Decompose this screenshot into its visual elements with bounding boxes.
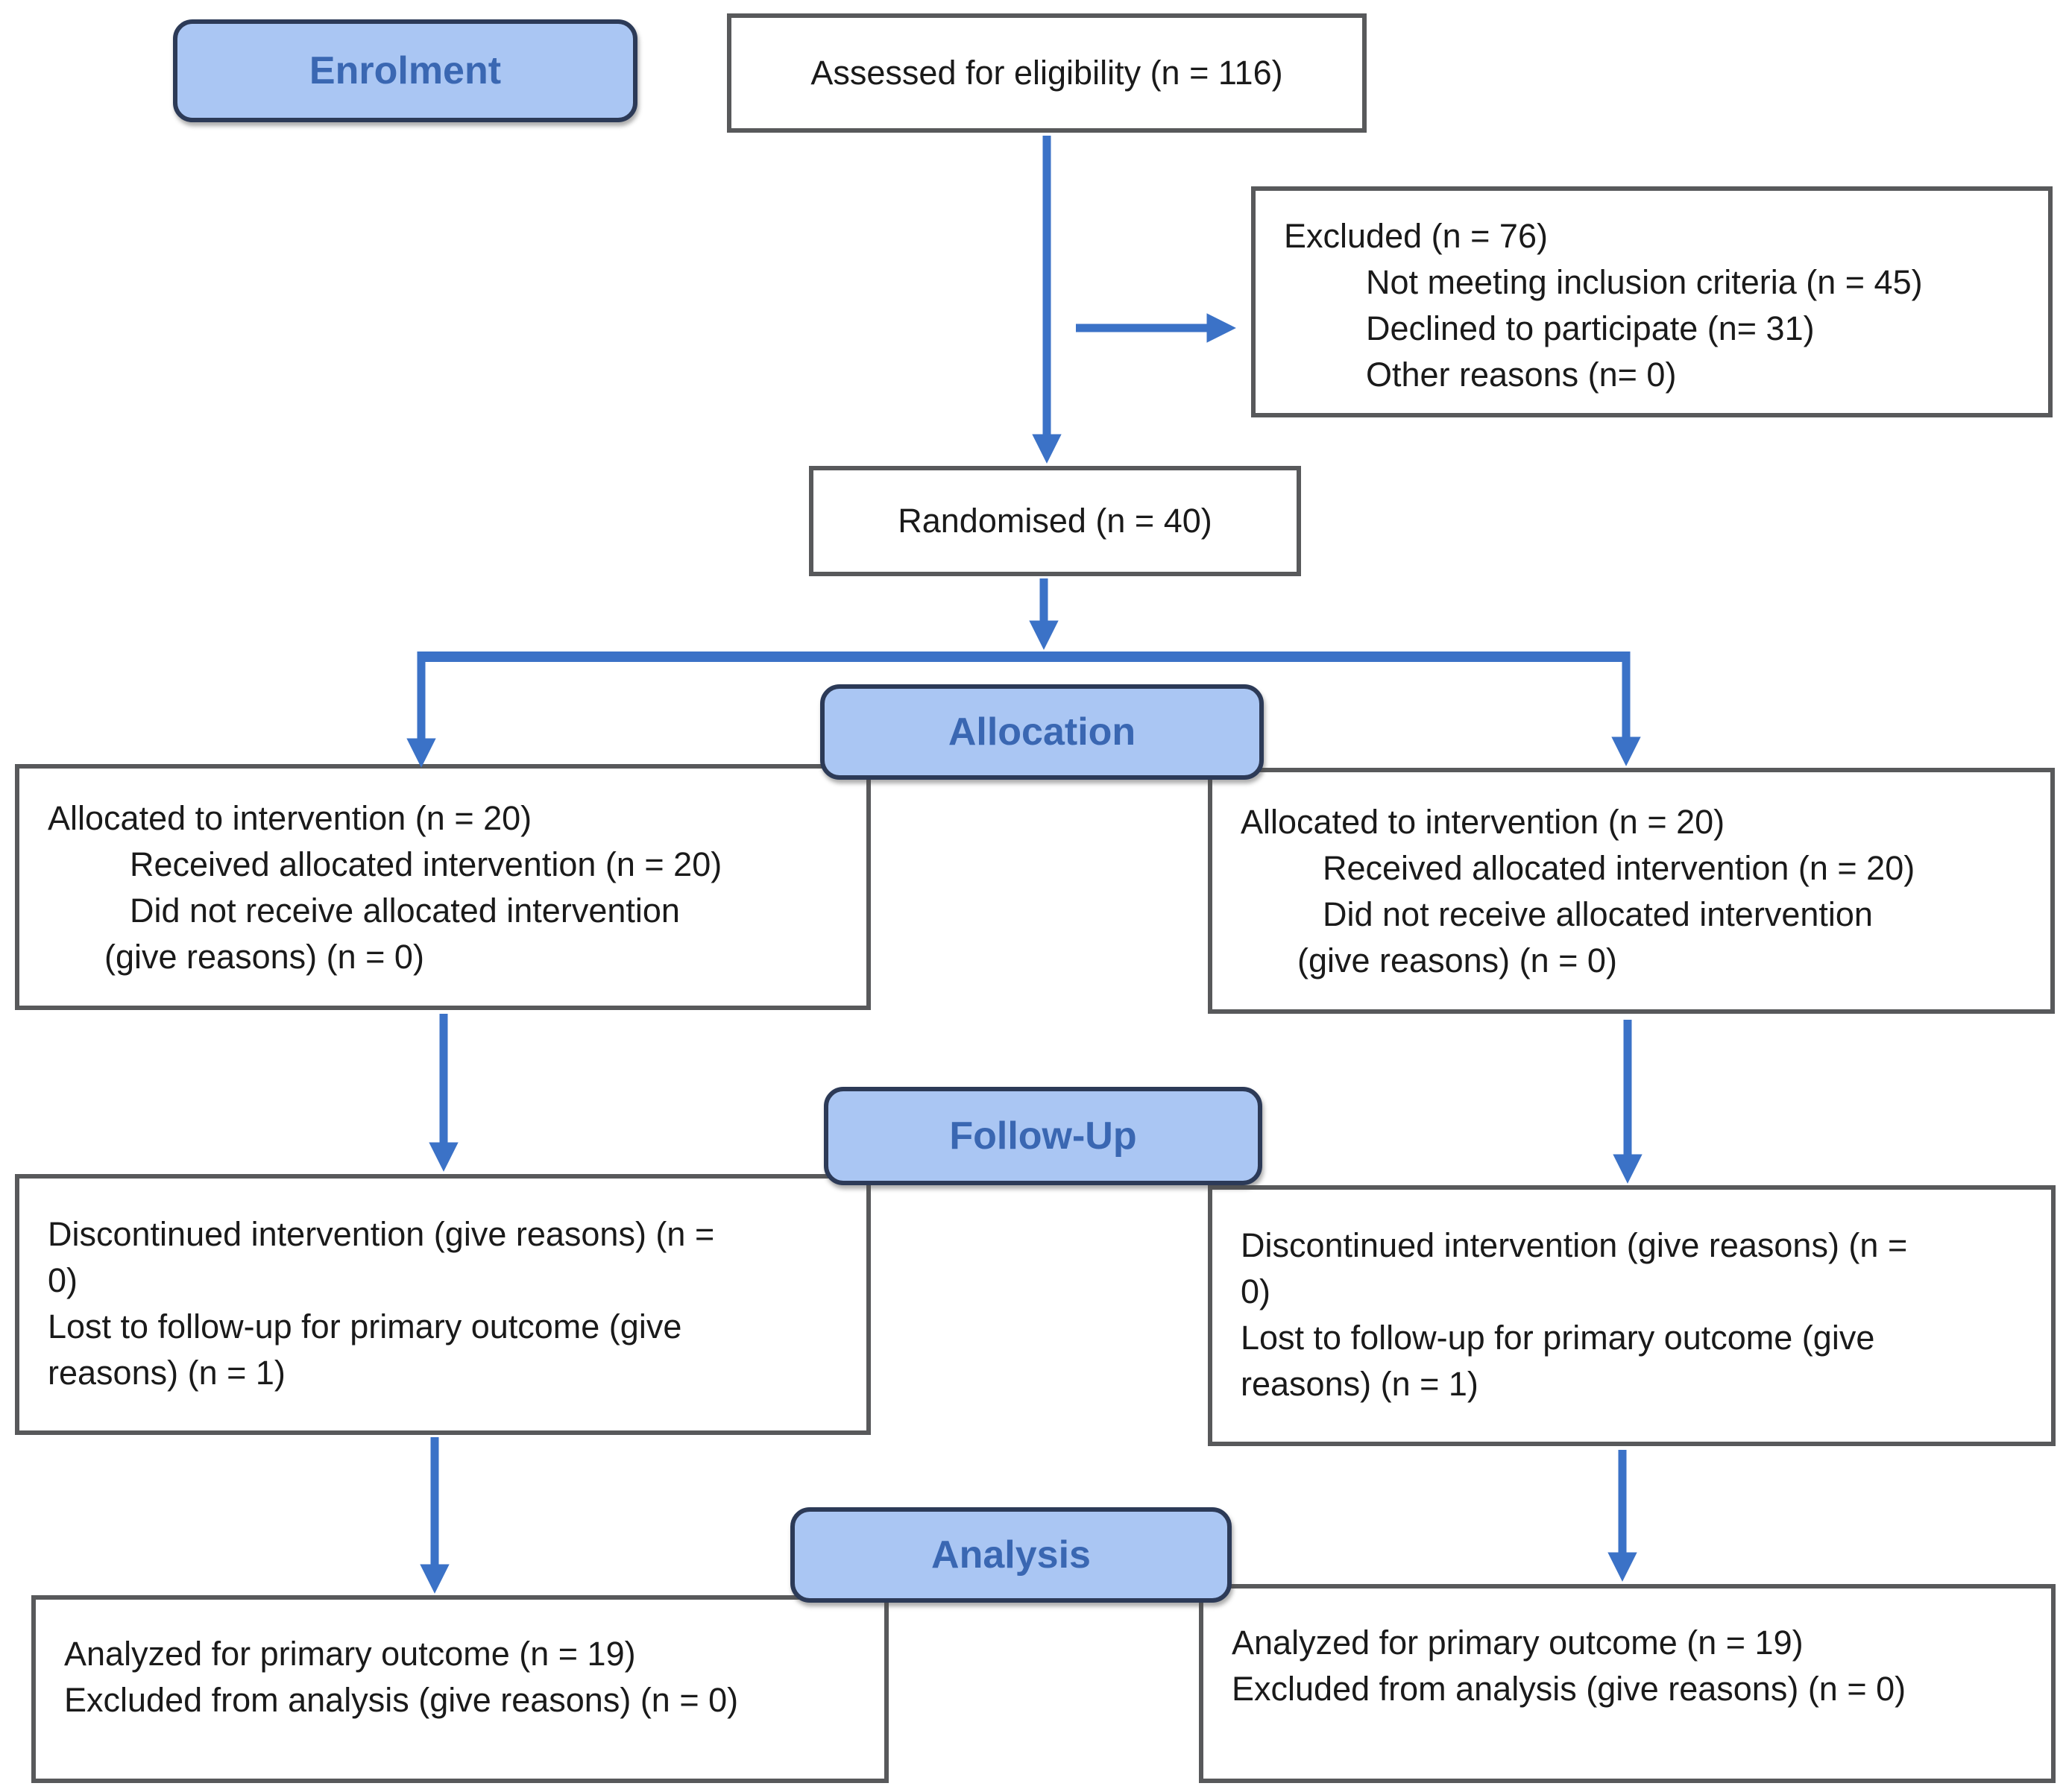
allocation-right-box: Allocated to intervention (n = 20) Recei… xyxy=(1208,768,2055,1014)
allocation-line: Received allocated intervention (n = 20) xyxy=(130,845,722,883)
allocation-line: Received allocated intervention (n = 20) xyxy=(1323,849,1915,887)
followup-line: Lost to follow-up for primary outcome (g… xyxy=(1241,1319,1875,1357)
excluded-item: Declined to participate (n= 31) xyxy=(1366,309,1815,347)
assessed-eligibility-text: Assessed for eligibility (n = 116) xyxy=(810,54,1283,92)
followup-line: Discontinued intervention (give reasons)… xyxy=(1241,1226,1908,1264)
followup-line: reasons) (n = 1) xyxy=(48,1354,286,1392)
followup-line: Discontinued intervention (give reasons)… xyxy=(48,1215,715,1253)
stage-analysis-label: Analysis xyxy=(931,1533,1091,1577)
followup-line: reasons) (n = 1) xyxy=(1241,1365,1478,1403)
analysis-line: Excluded from analysis (give reasons) (n… xyxy=(1232,1670,1906,1708)
analysis-line: Analyzed for primary outcome (n = 19) xyxy=(1232,1624,1804,1662)
excluded-item: Not meeting inclusion criteria (n = 45) xyxy=(1366,263,1923,301)
randomised-box: Randomised (n = 40) xyxy=(809,466,1301,576)
allocation-line: (give reasons) (n = 0) xyxy=(1297,941,1617,979)
excluded-title: Excluded (n = 76) xyxy=(1284,217,1548,255)
followup-right-box: Discontinued intervention (give reasons)… xyxy=(1208,1185,2056,1446)
analysis-right-box: Analyzed for primary outcome (n = 19) Ex… xyxy=(1199,1584,2056,1783)
allocation-line: Did not receive allocated intervention xyxy=(130,892,680,930)
allocation-line: Allocated to intervention (n = 20) xyxy=(48,799,532,837)
stage-allocation-label: Allocation xyxy=(948,710,1136,754)
excluded-box: Excluded (n = 76) Not meeting inclusion … xyxy=(1251,186,2053,417)
followup-line: Lost to follow-up for primary outcome (g… xyxy=(48,1307,682,1345)
allocation-line: (give reasons) (n = 0) xyxy=(104,938,424,976)
analysis-left-box: Analyzed for primary outcome (n = 19) Ex… xyxy=(31,1595,889,1783)
allocation-left-box: Allocated to intervention (n = 20) Recei… xyxy=(15,764,871,1010)
stage-analysis: Analysis xyxy=(790,1507,1232,1603)
followup-line: 0) xyxy=(48,1261,78,1299)
stage-followup-label: Follow-Up xyxy=(949,1114,1137,1158)
allocation-line: Allocated to intervention (n = 20) xyxy=(1241,803,1725,841)
stage-enrolment: Enrolment xyxy=(173,19,637,122)
followup-left-box: Discontinued intervention (give reasons)… xyxy=(15,1174,871,1435)
analysis-line: Excluded from analysis (give reasons) (n… xyxy=(64,1681,739,1719)
stage-enrolment-label: Enrolment xyxy=(309,49,502,92)
allocation-line: Did not receive allocated intervention xyxy=(1323,895,1873,933)
analysis-line: Analyzed for primary outcome (n = 19) xyxy=(64,1635,636,1673)
randomised-text: Randomised (n = 40) xyxy=(898,502,1212,540)
assessed-eligibility-box: Assessed for eligibility (n = 116) xyxy=(727,13,1367,133)
stage-allocation: Allocation xyxy=(820,684,1264,780)
excluded-item: Other reasons (n= 0) xyxy=(1366,356,1677,394)
followup-line: 0) xyxy=(1241,1272,1271,1310)
stage-followup: Follow-Up xyxy=(824,1087,1262,1185)
